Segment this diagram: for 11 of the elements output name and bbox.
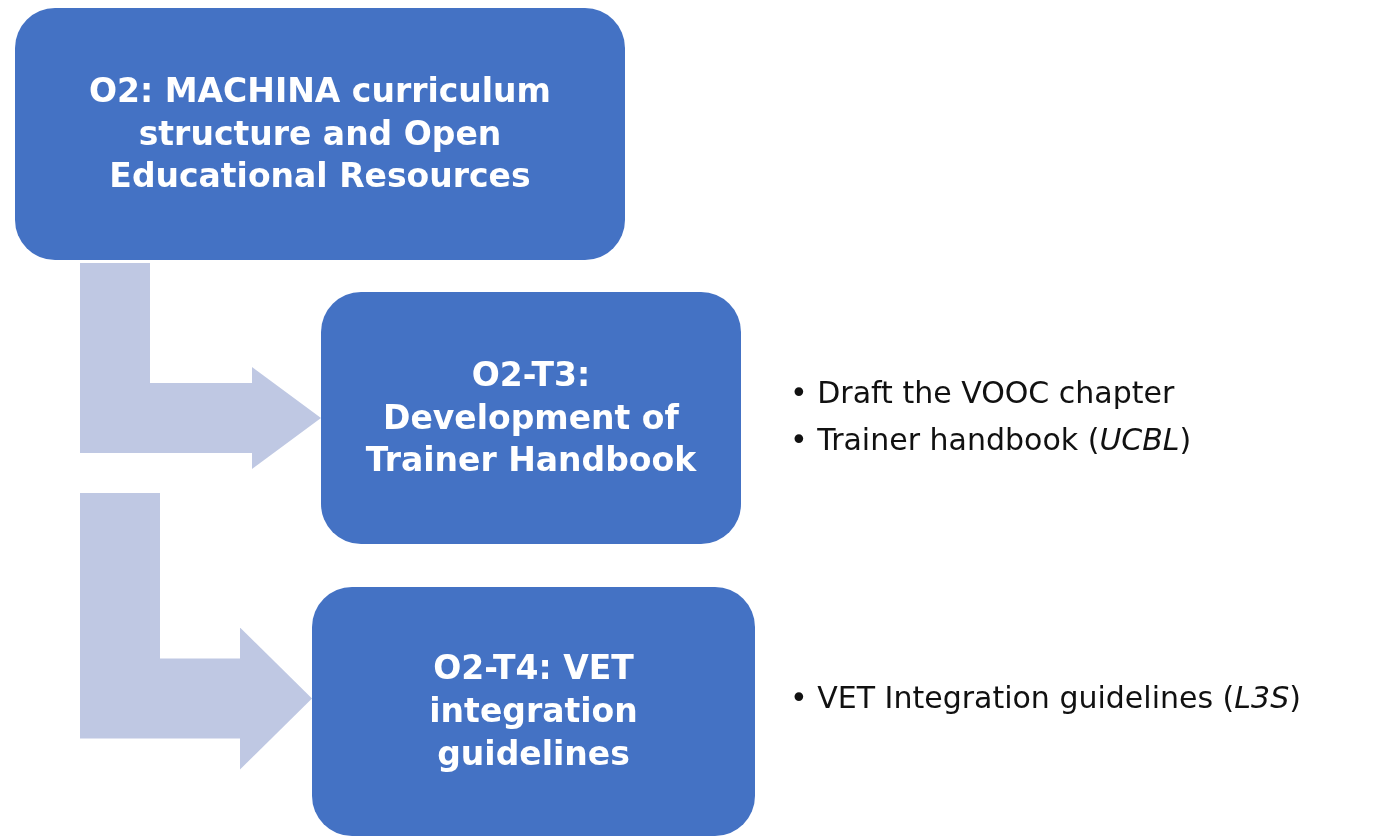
bent-arrow [80,493,312,770]
task-box [15,8,625,260]
task-title: O2: MACHINA curriculum structure and Open Educational Resources [88,69,552,198]
task-box [321,292,741,544]
task-title: O2-T3: Development of Trainer Handbook [364,353,698,482]
bullet-item: • VET Integration guidelines (L3S) [790,679,1301,717]
bullet-item: • Draft the VOOC chapter [790,374,1176,412]
bullet-item: • Trainer handbook (UCBL) [790,420,1192,459]
task-title: O2-T4: VET integration guidelines [428,647,639,775]
bent-arrow [80,263,321,469]
task-box [312,587,755,836]
